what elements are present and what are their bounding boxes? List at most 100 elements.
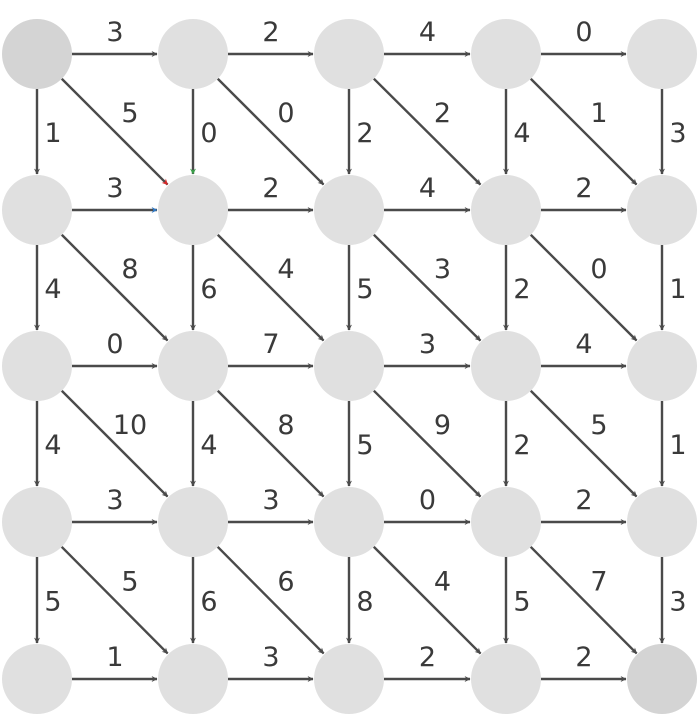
node-r3-c4 — [627, 487, 697, 557]
edge-arrow-diag — [372, 233, 482, 342]
edge-weight-label: 4 — [513, 118, 530, 149]
edge-weight-label: 3 — [106, 17, 123, 48]
node-r1-c2 — [314, 175, 384, 245]
edge-weight-label: 1 — [106, 642, 123, 673]
edge-arrow-diag — [216, 545, 325, 655]
edge-weight-label: 2 — [419, 642, 436, 673]
edge-weight-label: 1 — [669, 274, 686, 305]
edge-arrow-diag — [216, 389, 325, 498]
node-r3-c2 — [314, 487, 384, 557]
edge-weight-label: 6 — [277, 567, 294, 598]
edge-weight-label: 0 — [277, 98, 294, 129]
edge-arrow-diag — [216, 233, 325, 342]
node-r3-c1 — [158, 487, 228, 557]
edge-weight-label: 3 — [669, 587, 686, 618]
edge-weight-label: 4 — [434, 567, 451, 598]
node-r2-c4 — [627, 331, 697, 401]
node-r4-c4 — [627, 644, 697, 714]
edge-arrow-diag — [372, 545, 482, 655]
edge-weight-label: 6 — [200, 274, 217, 305]
node-r3-c0 — [2, 487, 72, 557]
edge-arrow-diag — [372, 389, 482, 498]
edge-weight-label: 3 — [262, 485, 279, 516]
edge-weight-label: 5 — [590, 410, 607, 441]
edge-weight-label: 10 — [113, 410, 147, 441]
edge-weight-label: 1 — [590, 98, 607, 129]
node-r2-c1 — [158, 331, 228, 401]
edge-weight-label: 3 — [106, 173, 123, 204]
edge-weight-label: 5 — [356, 430, 373, 461]
edges-layer — [34, 51, 665, 682]
edge-weight-label: 3 — [669, 118, 686, 149]
node-r4-c2 — [314, 644, 384, 714]
edge-weight-label: 3 — [106, 485, 123, 516]
edge-weight-label: 6 — [200, 587, 217, 618]
edge-arrow-diag — [216, 77, 325, 186]
edge-weight-label: 4 — [200, 430, 217, 461]
edge-arrow-diag — [60, 545, 169, 655]
edge-arrow-diag — [529, 233, 638, 342]
node-r4-c1 — [158, 644, 228, 714]
edge-weight-label: 1 — [44, 118, 61, 149]
edge-weight-label: 2 — [575, 485, 592, 516]
edge-weight-label: 0 — [106, 329, 123, 360]
node-r1-c0 — [2, 175, 72, 245]
node-r0-c1 — [158, 19, 228, 89]
edge-arrow-diag — [529, 77, 638, 186]
edge-arrow-diag — [60, 233, 169, 342]
edge-weight-label: 9 — [434, 410, 451, 441]
edge-weight-label: 2 — [262, 173, 279, 204]
node-r0-c3 — [471, 19, 541, 89]
node-r2-c0 — [2, 331, 72, 401]
edge-weight-label: 2 — [575, 642, 592, 673]
node-r0-c4 — [627, 19, 697, 89]
edge-arrow-diag-red — [60, 77, 169, 186]
node-r3-c3 — [471, 487, 541, 557]
edge-weight-label: 3 — [419, 329, 436, 360]
edge-arrow-diag — [529, 545, 638, 655]
node-r1-c1 — [158, 175, 228, 245]
edge-weight-label: 3 — [434, 254, 451, 285]
node-r2-c2 — [314, 331, 384, 401]
edge-weight-label: 5 — [513, 587, 530, 618]
edge-weight-label: 3 — [262, 642, 279, 673]
edge-weight-label: 1 — [669, 430, 686, 461]
edge-weight-label: 4 — [44, 274, 61, 305]
edge-weight-label: 0 — [590, 254, 607, 285]
edge-weight-label: 7 — [590, 567, 607, 598]
node-r0-c2 — [314, 19, 384, 89]
edge-weight-label: 4 — [575, 329, 592, 360]
edge-weight-label: 2 — [513, 430, 530, 461]
edge-weight-label: 4 — [44, 430, 61, 461]
node-r0-c0 — [2, 19, 72, 89]
edge-weight-label: 0 — [419, 485, 436, 516]
edge-weight-label: 0 — [575, 17, 592, 48]
node-r4-c3 — [471, 644, 541, 714]
edge-weight-label: 8 — [356, 587, 373, 618]
node-r1-c3 — [471, 175, 541, 245]
edge-weight-label: 4 — [419, 173, 436, 204]
edge-weight-label: 5 — [121, 567, 138, 598]
edge-weight-label: 2 — [575, 173, 592, 204]
edge-weight-label: 8 — [121, 254, 138, 285]
edge-weight-label: 2 — [262, 17, 279, 48]
edge-weight-label: 8 — [277, 410, 294, 441]
edge-weight-label: 5 — [121, 98, 138, 129]
node-r2-c3 — [471, 331, 541, 401]
edge-arrow-diag — [372, 77, 482, 186]
edge-weight-label: 7 — [262, 329, 279, 360]
edge-weight-label: 4 — [419, 17, 436, 48]
edge-weight-label: 4 — [277, 254, 294, 285]
nodes-layer — [2, 19, 697, 714]
node-r1-c4 — [627, 175, 697, 245]
edge-weight-label: 2 — [513, 274, 530, 305]
edge-weight-label: 5 — [44, 587, 61, 618]
edge-arrow-diag — [529, 389, 638, 498]
edge-weight-label: 2 — [434, 98, 451, 129]
node-r4-c0 — [2, 644, 72, 714]
edge-arrow-diag — [60, 389, 169, 498]
edge-weight-label: 5 — [356, 274, 373, 305]
edge-weight-label: 2 — [356, 118, 373, 149]
